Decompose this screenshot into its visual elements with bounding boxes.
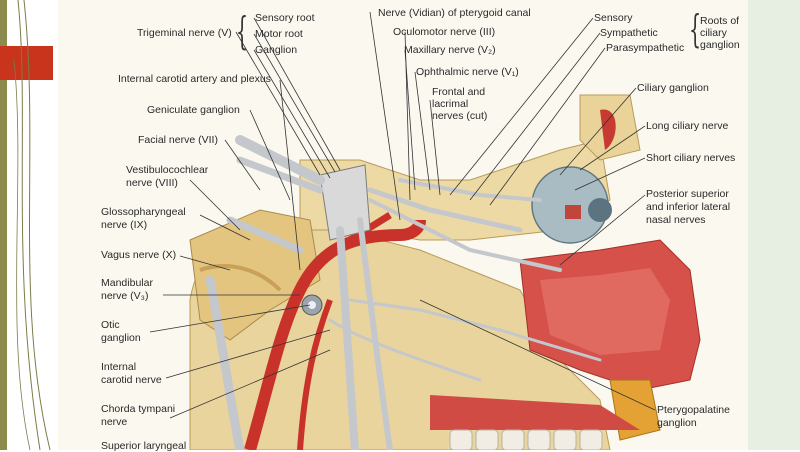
label-parasympathetic: Parasympathetic: [606, 42, 685, 54]
label-short-ciliary-nerves: Short ciliary nerves: [646, 152, 736, 164]
label-glossopharyngeal-2: nerve (IX): [101, 219, 148, 231]
label-posterior-nasal-2: and inferior lateral: [646, 201, 731, 213]
label-otic-2: ganglion: [101, 332, 141, 344]
label-vidian-nerve: Nerve (Vidian) of pterygoid canal: [378, 7, 531, 19]
label-otic-1: Otic: [101, 319, 120, 331]
label-ganglion: Ganglion: [255, 44, 298, 56]
label-roots-ciliary-1: Roots of: [700, 15, 740, 27]
label-geniculate-ganglion: Geniculate ganglion: [147, 104, 240, 116]
label-mandibular-2: nerve (V₃): [101, 290, 149, 302]
label-pterygopalatine-2: ganglion: [657, 417, 697, 429]
slide-red-tab: [0, 46, 53, 80]
label-internal-carotid-artery: Internal carotid artery and plexus: [118, 73, 271, 85]
label-pterygopalatine-1: Pterygopalatine: [657, 404, 730, 416]
decorative-curves: [13, 0, 51, 450]
label-posterior-nasal-1: Posterior superior: [646, 188, 729, 200]
label-frontal-lacrimal-2: lacrimal: [432, 98, 469, 110]
label-vestibulocochlear-2: nerve (VIII): [126, 177, 178, 189]
label-motor-root: Motor root: [255, 28, 303, 40]
label-internal-carotid-nerve-2: carotid nerve: [101, 374, 162, 386]
slide-accent-bar: [0, 0, 7, 450]
label-facial-nerve: Facial nerve (VII): [138, 134, 218, 146]
label-sympathetic: Sympathetic: [600, 27, 658, 39]
label-frontal-lacrimal-1: Frontal and: [432, 86, 486, 98]
label-vestibulocochlear-1: Vestibulocochlear: [126, 164, 209, 176]
brace-trigeminal: {: [236, 9, 249, 53]
label-superior-laryngeal: Superior laryngeal: [101, 440, 187, 452]
label-vagus-nerve: Vagus nerve (X): [101, 249, 177, 261]
label-sensory: Sensory: [594, 12, 633, 24]
label-posterior-nasal-3: nasal nerves: [646, 214, 706, 226]
label-sensory-root: Sensory root: [255, 12, 315, 24]
slide-right-panel: [748, 0, 800, 450]
label-oculomotor-nerve: Oculomotor nerve (III): [393, 26, 496, 38]
label-trigeminal-nerve: Trigeminal nerve (V): [137, 27, 232, 39]
label-roots-ciliary-3: ganglion: [700, 39, 740, 51]
label-ciliary-ganglion: Ciliary ganglion: [637, 82, 709, 94]
label-frontal-lacrimal-3: nerves (cut): [432, 110, 488, 122]
label-long-ciliary-nerve: Long ciliary nerve: [646, 120, 729, 132]
label-chorda-tympani-1: Chorda tympani: [101, 403, 176, 415]
label-roots-ciliary-2: ciliary: [700, 27, 727, 39]
label-internal-carotid-nerve-1: Internal: [101, 361, 137, 373]
label-chorda-tympani-2: nerve: [101, 416, 128, 428]
label-mandibular-1: Mandibular: [101, 277, 153, 289]
label-glossopharyngeal-1: Glossopharyngeal: [101, 206, 186, 218]
label-maxillary-nerve: Maxillary nerve (V₂): [404, 44, 496, 56]
label-ophthalmic-nerve: Ophthalmic nerve (V₁): [416, 66, 519, 78]
